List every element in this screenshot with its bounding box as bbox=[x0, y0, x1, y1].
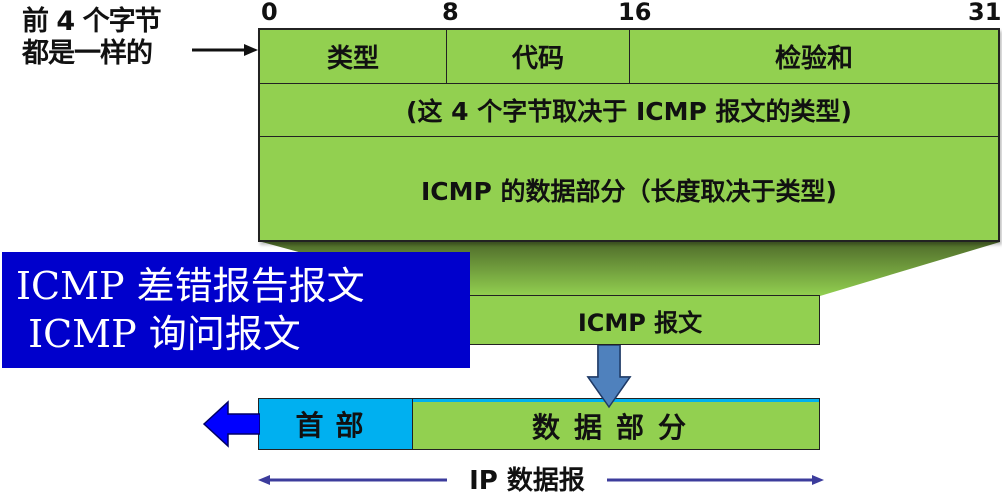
bit-label-16: 16 bbox=[618, 0, 652, 26]
field-code: 代码 bbox=[447, 30, 630, 83]
bit-label-8: 8 bbox=[442, 0, 459, 26]
field-type: 类型 bbox=[260, 30, 447, 83]
note-arrow-icon bbox=[192, 44, 258, 56]
icmp-message-box: ICMP 报文 bbox=[460, 295, 820, 345]
type-dependent-row: (这 4 个字节取决于 ICMP 报文的类型) bbox=[260, 84, 998, 137]
field-checksum: 检验和 bbox=[774, 44, 853, 74]
ip-data-part: 数据部分 bbox=[413, 399, 819, 449]
icmp-format-box: 类型 代码 检验和 (这 4 个字节取决于 ICMP 报文的类型) ICMP 的… bbox=[258, 28, 1000, 242]
note-line-1: 前 4 个字节 bbox=[22, 6, 162, 37]
ip-datagram-label: IP 数据报 bbox=[447, 460, 607, 497]
icmp-header-row: 类型 代码 检验和 bbox=[260, 30, 998, 84]
left-arrow-icon bbox=[202, 400, 260, 448]
ip-datagram: 首部 数据部分 bbox=[258, 398, 820, 450]
error-report-label: ICMP 差错报告报文 bbox=[16, 264, 365, 308]
ip-header: 首部 bbox=[259, 399, 413, 449]
header-note: 前 4 个字节 都是一样的 bbox=[22, 6, 162, 70]
note-line-2: 都是一样的 bbox=[22, 38, 153, 69]
bit-label-0: 0 bbox=[261, 0, 278, 26]
icmp-data-row: ICMP 的数据部分（长度取决于类型) bbox=[421, 176, 837, 206]
message-types-box: ICMP 差错报告报文 ICMP 询问报文 bbox=[2, 252, 470, 368]
down-arrow-tip-icon bbox=[586, 345, 632, 409]
bit-label-31: 31 bbox=[968, 0, 1002, 26]
query-label: ICMP 询问报文 bbox=[16, 312, 301, 356]
